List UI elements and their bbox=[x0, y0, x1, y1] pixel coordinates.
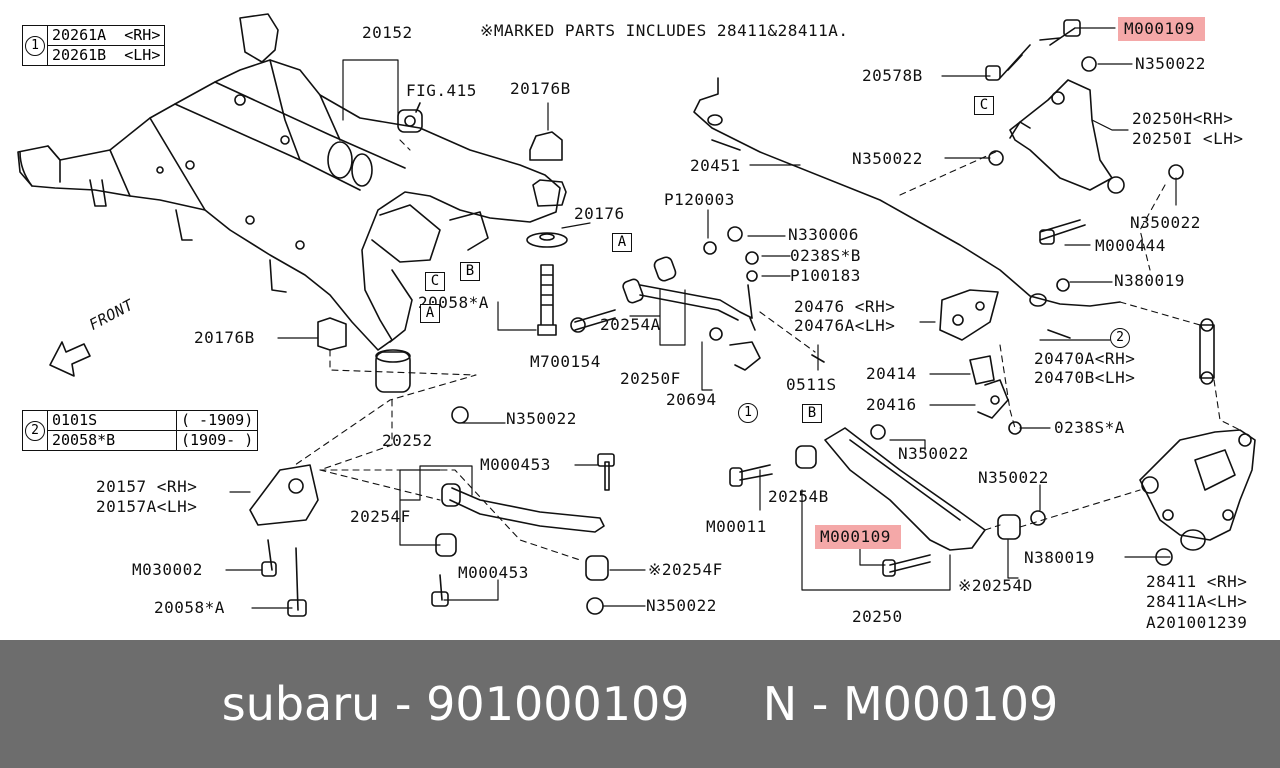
mount-stack-drawing bbox=[526, 131, 568, 336]
ref-box-b-frame: B bbox=[460, 262, 480, 281]
label-20476a: 20476A<LH> bbox=[794, 316, 896, 335]
highlight-m000109-mid: M000109 bbox=[815, 525, 901, 549]
stabilizer-bar-drawing bbox=[693, 77, 1121, 307]
label-20476: 20476 <RH> bbox=[794, 297, 896, 316]
label-a201001239: A201001239 bbox=[1146, 613, 1248, 632]
legend-table-2: 2 0101S ( -1909) 20058*B (1909- ) bbox=[22, 410, 259, 451]
label-0511s: 0511S bbox=[786, 375, 837, 394]
footer-prefix: N bbox=[762, 677, 798, 731]
label-n350022-c: N350022 bbox=[1130, 213, 1201, 232]
label-28411: 28411 <RH> bbox=[1146, 572, 1248, 591]
footer-dash-1: - bbox=[380, 677, 427, 731]
subframe-drawing bbox=[17, 13, 561, 351]
label-20694: 20694 bbox=[666, 390, 717, 409]
label-20157a: 20157A<LH> bbox=[96, 497, 198, 516]
label-fig415: FIG.415 bbox=[406, 81, 477, 100]
label-20058a-low: 20058*A bbox=[154, 598, 225, 617]
footer-part-number: 901000109 bbox=[426, 677, 690, 731]
legend-table-1: 1 20261A <RH> 20261B <LH> bbox=[22, 25, 166, 66]
label-m700154: M700154 bbox=[530, 352, 601, 371]
legend-2-row-2-part: 20058*B bbox=[47, 430, 177, 451]
legend-2-row-2-range: (1909- ) bbox=[175, 430, 259, 451]
label-20414: 20414 bbox=[866, 364, 917, 383]
footer-gap bbox=[690, 677, 763, 731]
label-0238sb: 0238S*B bbox=[790, 246, 861, 265]
label-20451: 20451 bbox=[690, 156, 741, 175]
label-28411a: 28411A<LH> bbox=[1146, 592, 1248, 611]
label-m00011: M00011 bbox=[706, 517, 767, 536]
label-20152: 20152 bbox=[362, 23, 413, 42]
label-n350022-b: N350022 bbox=[852, 149, 923, 168]
label-p100183: P100183 bbox=[790, 266, 861, 285]
legend-2-row-1-part: 0101S bbox=[47, 410, 177, 431]
marked-parts-note: ※MARKED PARTS INCLUDES 28411&28411A. bbox=[480, 21, 849, 40]
ref-box-a-link: A bbox=[612, 233, 632, 252]
label-20254a: 20254A bbox=[600, 315, 661, 334]
label-20254d: ※20254D bbox=[958, 576, 1033, 595]
circle-marker-2: 2 bbox=[1110, 328, 1130, 348]
legend-1-row-2-side-text: <LH> bbox=[124, 46, 161, 64]
label-20254f-marked: ※20254F bbox=[648, 560, 723, 579]
legend-1-row-1-part: 20261A <RH> bbox=[46, 25, 166, 46]
label-n330006: N330006 bbox=[788, 225, 859, 244]
label-20176b-top: 20176B bbox=[510, 79, 571, 98]
label-n350022-e: N350022 bbox=[978, 468, 1049, 487]
ref-box-b-arm: B bbox=[802, 404, 822, 423]
legend-2-marker: 2 bbox=[25, 421, 45, 441]
label-0238sa: 0238S*A bbox=[1054, 418, 1125, 437]
legend-2-marker-cell: 2 bbox=[22, 410, 48, 451]
label-20254f: 20254F bbox=[350, 507, 411, 526]
label-20250h: 20250H<RH> bbox=[1132, 109, 1234, 128]
label-20252: 20252 bbox=[382, 431, 433, 450]
circle-marker-1: 1 bbox=[738, 403, 758, 423]
front-arrow-icon bbox=[49, 341, 91, 377]
label-p120003: P120003 bbox=[664, 190, 735, 209]
label-m000444: M000444 bbox=[1095, 236, 1166, 255]
legend-1-row-2-part: 20261B <LH> bbox=[46, 45, 166, 66]
label-20157: 20157 <RH> bbox=[96, 477, 198, 496]
label-n350022-a: N350022 bbox=[1135, 54, 1206, 73]
diagram-drawing bbox=[17, 13, 1256, 617]
label-n350022-g: N350022 bbox=[646, 596, 717, 615]
knuckle-drawing bbox=[1139, 429, 1256, 551]
ref-box-c-frame: C bbox=[425, 272, 445, 291]
legend-1-row-2-part-text: 20261B bbox=[52, 46, 107, 64]
legend-2-row-1-range: ( -1909) bbox=[175, 410, 259, 431]
footer-code: M000109 bbox=[842, 677, 1059, 731]
label-n350022-d: N350022 bbox=[898, 444, 969, 463]
label-20416: 20416 bbox=[866, 395, 917, 414]
label-20250: 20250 bbox=[852, 607, 903, 626]
ref-box-c-arm: C bbox=[974, 96, 994, 115]
label-n380019-a: N380019 bbox=[1114, 271, 1185, 290]
legend-1-row-1-part-text: 20261A bbox=[52, 26, 107, 44]
label-20176: 20176 bbox=[574, 204, 625, 223]
label-20470b: 20470B<LH> bbox=[1034, 368, 1136, 387]
footer-dash-2: - bbox=[797, 677, 843, 731]
highlight-m000109-top: M000109 bbox=[1118, 17, 1205, 41]
stabilizer-link-drawing bbox=[870, 278, 1215, 440]
label-20250f: 20250F bbox=[620, 369, 681, 388]
label-20250i: 20250I <LH> bbox=[1132, 129, 1244, 148]
label-m030002: M030002 bbox=[132, 560, 203, 579]
dashed-guides bbox=[294, 139, 1241, 561]
legend-1-marker-cell: 1 bbox=[22, 25, 48, 66]
parts-diagram: ※MARKED PARTS INCLUDES 28411&28411A. 1 2… bbox=[17, 13, 1256, 632]
lateral-link-drawing bbox=[570, 226, 825, 371]
footer-bar: subaru - 901000109 N - M000109 bbox=[0, 640, 1280, 768]
footer-brand: subaru bbox=[221, 677, 381, 731]
legend-1-marker: 1 bbox=[25, 36, 45, 56]
label-m000453-a: M000453 bbox=[480, 455, 551, 474]
label-n350022-f: N350022 bbox=[506, 409, 577, 428]
legend-1-row-1-side-text: <RH> bbox=[124, 26, 161, 44]
ref-box-a-frame: A bbox=[420, 304, 440, 323]
label-20254b: 20254B bbox=[768, 487, 829, 506]
label-20176b-low: 20176B bbox=[194, 328, 255, 347]
label-n380019-b: N380019 bbox=[1024, 548, 1095, 567]
label-20470a: 20470A<RH> bbox=[1034, 349, 1136, 368]
trailing-link-drawing bbox=[249, 317, 615, 617]
label-m000453-b: M000453 bbox=[458, 563, 529, 582]
label-20578b: 20578B bbox=[862, 66, 923, 85]
bushing-fig415-drawing bbox=[397, 109, 423, 133]
